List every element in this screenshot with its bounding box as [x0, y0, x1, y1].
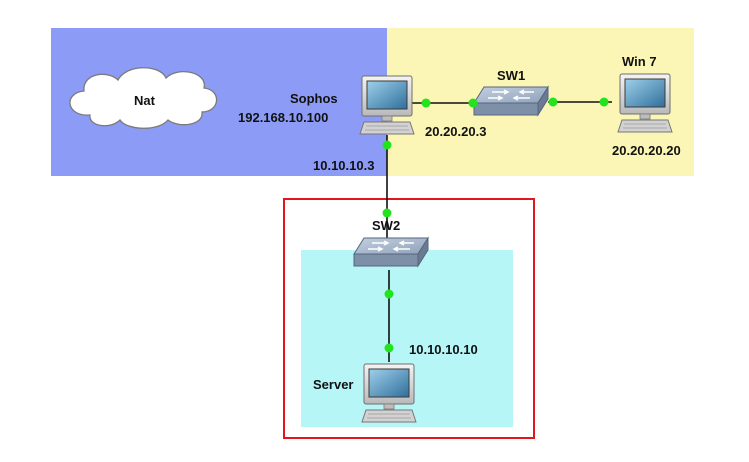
endpoint-dot — [382, 140, 392, 150]
endpoint-dot — [548, 97, 558, 107]
sw2-label: SW2 — [372, 218, 401, 233]
endpoint-dot — [384, 289, 394, 299]
sw1-switch-icon[interactable] — [473, 86, 549, 116]
endpoint-dot — [468, 98, 478, 108]
link-endpoints — [382, 97, 609, 353]
sophos-computer-icon[interactable] — [359, 75, 415, 135]
cloud-icon — [69, 67, 218, 129]
win7-label: Win 7 — [622, 54, 657, 69]
sw2-switch-icon[interactable] — [353, 237, 429, 267]
sw1-label: SW1 — [497, 68, 526, 83]
sophos-sw2-ip-label: 10.10.10.3 — [313, 158, 375, 173]
endpoint-dot — [421, 98, 431, 108]
highlight-frame — [283, 198, 535, 439]
sophos-label: Sophos — [290, 91, 338, 106]
endpoint-dot — [382, 208, 392, 218]
endpoint-dot — [384, 343, 394, 353]
win7-computer-icon[interactable] — [617, 73, 673, 133]
server-computer-icon[interactable] — [361, 363, 417, 423]
win7-ip-label: 20.20.20.20 — [612, 143, 681, 158]
server-label: Server — [313, 377, 354, 392]
sophos-ip-label: 192.168.10.100 — [238, 110, 329, 125]
sophos-sw1-ip-label: 20.20.20.3 — [425, 124, 487, 139]
endpoint-dot — [599, 97, 609, 107]
nat-label: Nat — [134, 93, 155, 108]
server-ip-label: 10.10.10.10 — [409, 342, 478, 357]
